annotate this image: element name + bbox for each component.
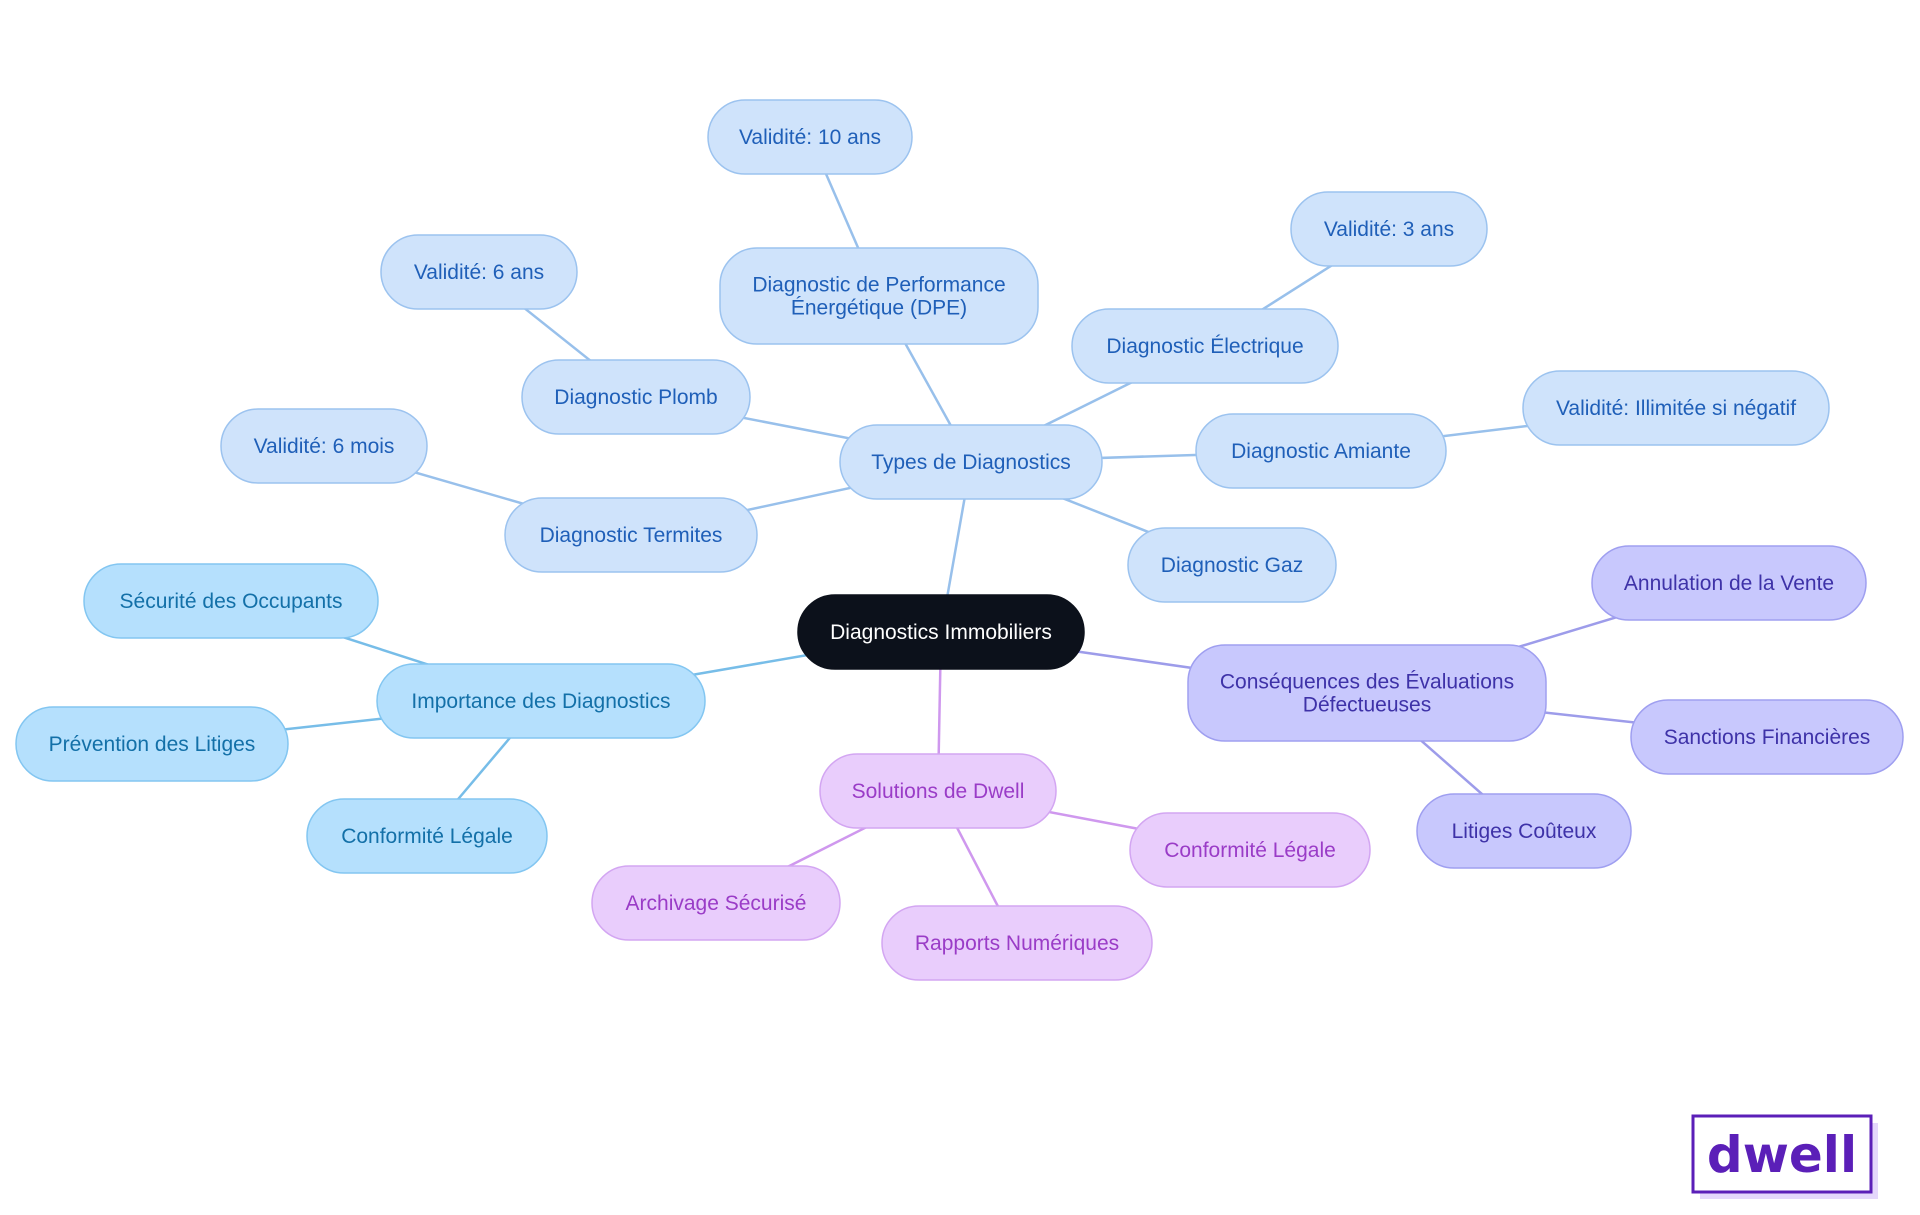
node-amiante-label: Diagnostic Amiante (1231, 440, 1411, 463)
root-node-label: Diagnostics Immobiliers (830, 621, 1052, 644)
node-sanctions-box (1630, 699, 1904, 775)
node-sanctions: Sanctions Financières (1630, 699, 1904, 775)
node-securite-box (83, 563, 379, 639)
logo-frame (1691, 1114, 1873, 1194)
node-conformite2-label: Conformité Légale (1164, 839, 1336, 862)
node-electrique-validity-label: Validité: 3 ans (1324, 218, 1454, 241)
node-dpe-validity-box (707, 99, 913, 175)
node-conformite2-box (1129, 812, 1371, 888)
node-termites-label: Diagnostic Termites (540, 524, 723, 547)
branch-consequences-label: Conséquences des Évaluations (1220, 671, 1514, 694)
node-gaz: Diagnostic Gaz (1127, 527, 1337, 603)
branch-importance-label: Importance des Diagnostics (411, 690, 670, 713)
node-amiante: Diagnostic Amiante (1195, 413, 1447, 489)
branch-solutions: Solutions de Dwell (819, 753, 1057, 829)
node-dpe-label: Diagnostic de Performance (752, 274, 1005, 297)
root-node: Diagnostics Immobiliers (797, 594, 1085, 670)
node-annulation-label: Annulation de la Vente (1624, 572, 1834, 595)
branch-types: Types de Diagnostics (839, 424, 1103, 500)
node-electrique: Diagnostic Électrique (1071, 308, 1339, 384)
node-conformite-label: Conformité Légale (341, 825, 513, 848)
node-amiante-validity-box (1522, 370, 1830, 446)
branch-importance: Importance des Diagnostics (376, 663, 706, 739)
node-plomb-label: Diagnostic Plomb (554, 386, 717, 409)
branch-importance-box (376, 663, 706, 739)
node-gaz-box (1127, 527, 1337, 603)
branch-consequences-box (1187, 644, 1547, 742)
node-archivage: Archivage Sécurisé (591, 865, 841, 941)
node-securite-label: Sécurité des Occupants (120, 590, 343, 613)
node-plomb-validity-box (380, 234, 578, 310)
node-sanctions-label: Sanctions Financières (1664, 726, 1871, 749)
branch-solutions-label: Solutions de Dwell (852, 780, 1025, 803)
node-archivage-box (591, 865, 841, 941)
node-plomb-box (521, 359, 751, 435)
node-annulation-box (1591, 545, 1867, 621)
node-couteux: Litiges Coûteux (1416, 793, 1632, 869)
node-plomb-validity: Validité: 6 ans (380, 234, 578, 310)
node-rapports-box (881, 905, 1153, 981)
node-conformite-box (306, 798, 548, 874)
node-gaz-label: Diagnostic Gaz (1161, 554, 1303, 577)
node-conformite2: Conformité Légale (1129, 812, 1371, 888)
node-amiante-validity: Validité: Illimitée si négatif (1522, 370, 1830, 446)
node-termites-validity-label: Validité: 6 mois (254, 435, 395, 458)
node-electrique-validity-box (1290, 191, 1488, 267)
branch-types-box (839, 424, 1103, 500)
node-litiges-label: Prévention des Litiges (49, 733, 256, 756)
node-termites: Diagnostic Termites (504, 497, 758, 573)
node-dpe-validity: Validité: 10 ans (707, 99, 913, 175)
node-rapports-label: Rapports Numériques (915, 932, 1119, 955)
node-amiante-box (1195, 413, 1447, 489)
node-dpe-box (719, 247, 1039, 345)
node-conformite: Conformité Légale (306, 798, 548, 874)
branch-types-label: Types de Diagnostics (871, 451, 1071, 474)
node-electrique-label: Diagnostic Électrique (1106, 335, 1303, 358)
node-litiges-box (15, 706, 289, 782)
node-termites-validity-box (220, 408, 428, 484)
node-litiges: Prévention des Litiges (15, 706, 289, 782)
node-plomb: Diagnostic Plomb (521, 359, 751, 435)
node-annulation: Annulation de la Vente (1591, 545, 1867, 621)
node-archivage-label: Archivage Sécurisé (626, 892, 807, 915)
dwell-logo: dwell (1691, 1114, 1878, 1199)
node-securite: Sécurité des Occupants (83, 563, 379, 639)
node-dpe-label: Énergétique (DPE) (791, 297, 967, 320)
logo-text: dwell (1707, 1126, 1857, 1184)
node-electrique-box (1071, 308, 1339, 384)
node-rapports: Rapports Numériques (881, 905, 1153, 981)
node-dpe-validity-label: Validité: 10 ans (739, 126, 881, 149)
root-node-box (797, 594, 1085, 670)
node-couteux-box (1416, 793, 1632, 869)
node-electrique-validity: Validité: 3 ans (1290, 191, 1488, 267)
branch-solutions-box (819, 753, 1057, 829)
nodes-layer: Diagnostics Immobiliers Types de Diagnost… (15, 99, 1904, 981)
branch-consequences-label: Défectueuses (1303, 694, 1431, 717)
node-termites-validity: Validité: 6 mois (220, 408, 428, 484)
node-couteux-label: Litiges Coûteux (1452, 820, 1597, 843)
node-amiante-validity-label: Validité: Illimitée si négatif (1556, 397, 1796, 420)
node-plomb-validity-label: Validité: 6 ans (414, 261, 544, 284)
node-termites-box (504, 497, 758, 573)
